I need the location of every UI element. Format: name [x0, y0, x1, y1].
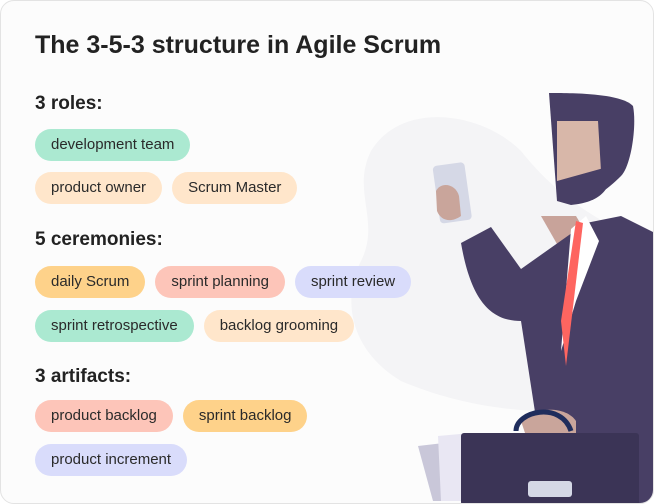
chip-scrum-master: Scrum Master — [172, 172, 298, 204]
chip-product-owner: product owner — [35, 172, 163, 204]
ceremonies-row: sprint retrospective backlog grooming — [35, 310, 355, 342]
artifacts-row: product increment — [35, 444, 188, 476]
ceremonies-row: daily Scrum sprint planning sprint revie… — [35, 266, 412, 298]
ceremonies-heading: 5 ceremonies: — [35, 229, 163, 250]
chip-sprint-retrospective: sprint retrospective — [35, 310, 194, 342]
artifacts-row: product backlog sprint backlog — [35, 400, 308, 432]
chip-daily-scrum: daily Scrum — [35, 266, 146, 298]
chip-sprint-planning: sprint planning — [155, 266, 285, 298]
roles-row: product owner Scrum Master — [35, 172, 298, 204]
artifacts-heading: 3 artifacts: — [35, 366, 132, 387]
chip-backlog-grooming: backlog grooming — [203, 310, 355, 342]
chip-sprint-review: sprint review — [294, 266, 412, 298]
page-title: The 3-5-3 structure in Agile Scrum — [35, 31, 442, 59]
chip-product-backlog: product backlog — [35, 400, 173, 432]
chip-sprint-backlog: sprint backlog — [182, 400, 308, 432]
chip-development-team: development team — [35, 129, 191, 161]
chip-product-increment: product increment — [35, 444, 188, 476]
roles-row: development team — [35, 129, 191, 161]
roles-heading: 3 roles: — [35, 93, 103, 114]
